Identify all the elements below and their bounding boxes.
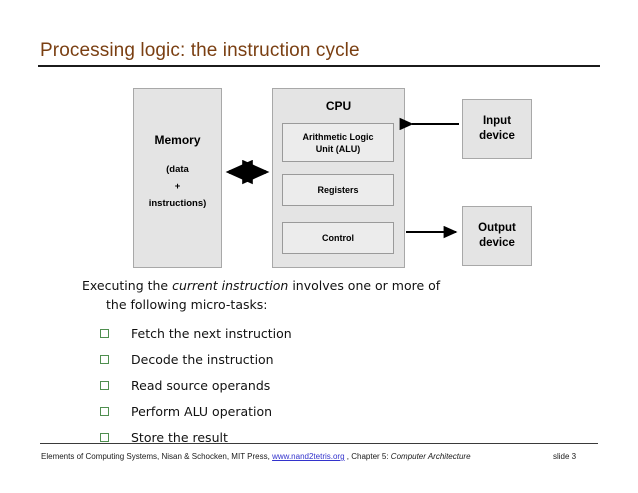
memory-contents: (data + instructions) xyxy=(149,161,207,212)
list-item: Fetch the next instruction xyxy=(100,320,292,346)
title-divider xyxy=(38,65,600,67)
page-title: Processing logic: the instruction cycle xyxy=(40,40,360,61)
list-item-label: Decode the instruction xyxy=(131,351,274,367)
memory-contents-line1: (data xyxy=(166,164,189,175)
slide-number: slide 3 xyxy=(553,452,577,461)
memory-label: Memory xyxy=(154,133,201,147)
output-device-label-line2: device xyxy=(479,237,515,249)
square-bullet-icon xyxy=(100,380,109,390)
nand2tetris-link[interactable]: www.nand2tetris.org xyxy=(272,452,345,461)
square-bullet-icon xyxy=(100,406,109,416)
alu-label-line1: Arithmetic Logic xyxy=(302,131,374,142)
square-bullet-icon xyxy=(100,354,109,364)
footer-mid: , Chapter 5: xyxy=(344,452,391,461)
list-item-label: Fetch the next instruction xyxy=(131,325,292,341)
alu-label-line2: Unit (ALU) xyxy=(315,143,361,154)
footer-citation: Elements of Computing Systems, Nisan & S… xyxy=(41,452,601,461)
output-device-block: Output device xyxy=(462,206,532,266)
square-bullet-icon xyxy=(100,432,109,442)
footer-divider xyxy=(40,443,598,444)
list-item: Decode the instruction xyxy=(100,346,292,372)
architecture-diagram: Memory (data + instructions) CPU Arithme… xyxy=(133,88,532,268)
list-item: Read source operands xyxy=(100,372,292,398)
footer-chapter-title: Computer Architecture xyxy=(390,452,471,461)
list-item-label: Store the result xyxy=(131,429,228,445)
lead-emphasis: current instruction xyxy=(172,278,289,293)
list-item-label: Read source operands xyxy=(131,377,271,393)
control-label: Control xyxy=(322,233,354,243)
memory-contents-line2: + xyxy=(174,181,181,192)
micro-tasks-list: Fetch the next instruction Decode the in… xyxy=(100,320,292,450)
output-device-label-line1: Output xyxy=(478,222,516,234)
lead-text-part2: involves one or more of xyxy=(288,278,441,293)
registers-label: Registers xyxy=(317,185,359,195)
cpu-label: CPU xyxy=(325,99,352,113)
footer-prefix: Elements of Computing Systems, Nisan & S… xyxy=(41,452,273,461)
list-item: Perform ALU operation xyxy=(100,398,292,424)
memory-block: Memory (data + instructions) xyxy=(133,88,222,268)
lead-text-part1: Executing the xyxy=(82,278,173,293)
input-device-block: Input device xyxy=(462,99,532,159)
input-device-label-line2: device xyxy=(479,130,515,142)
lead-paragraph: Executing the current instruction involv… xyxy=(82,276,502,314)
control-block: Control xyxy=(282,222,394,254)
input-device-label-line1: Input xyxy=(482,115,512,127)
square-bullet-icon xyxy=(100,328,109,338)
registers-block: Registers xyxy=(282,174,394,206)
lead-text-line2: the following micro-tasks: xyxy=(106,297,268,312)
memory-contents-line3: instructions) xyxy=(148,198,207,209)
list-item-label: Perform ALU operation xyxy=(131,403,273,419)
list-item: Store the result xyxy=(100,424,292,450)
alu-block: Arithmetic Logic Unit (ALU) xyxy=(282,123,394,162)
